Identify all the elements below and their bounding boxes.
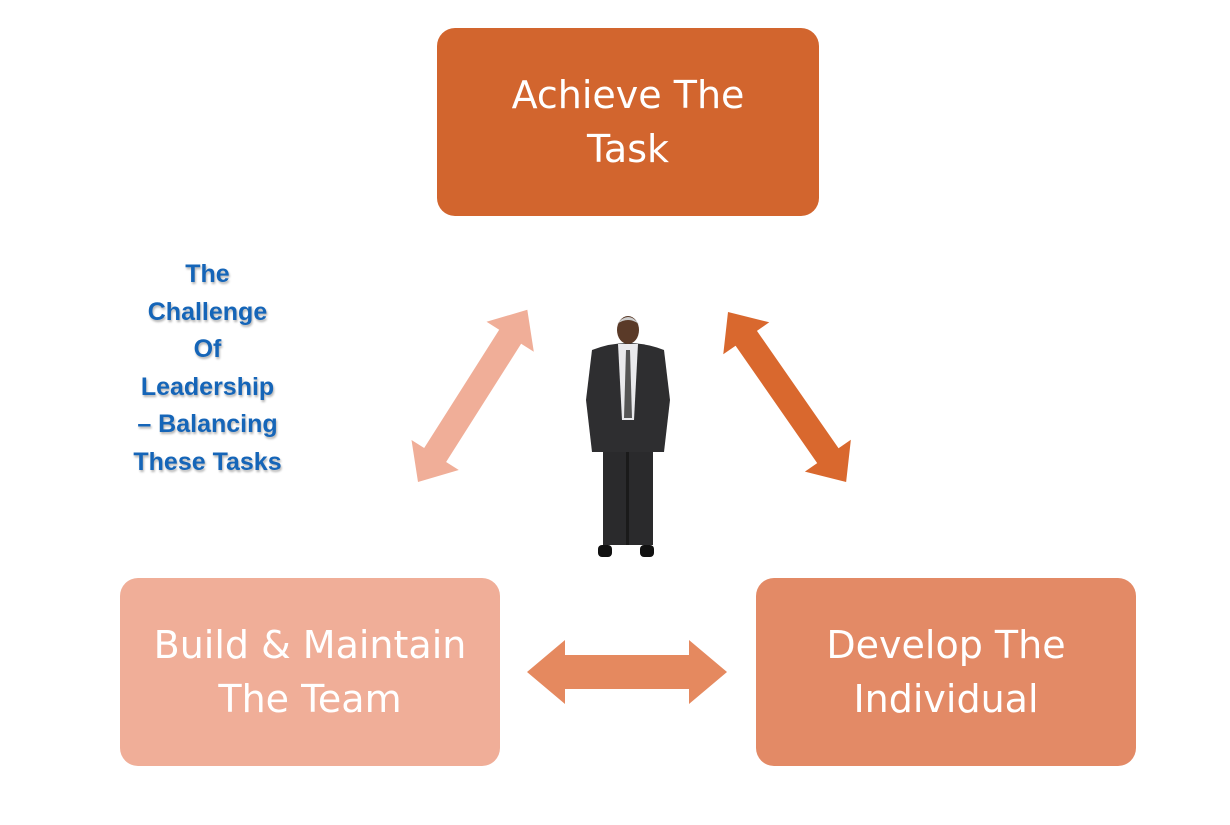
team-line1: Build & Maintain (153, 623, 467, 667)
leadership-challenge-title: The Challenge Of Leadership – Balancing … (110, 256, 305, 481)
person-image (586, 316, 670, 557)
individual-line2: Individual (853, 677, 1039, 721)
title-line: These Tasks (133, 447, 282, 476)
title-line: – Balancing (137, 410, 278, 438)
individual-line1: Develop The (826, 623, 1066, 667)
title-line: The (185, 260, 230, 288)
task-line1: Achieve The (511, 73, 745, 117)
title-line: Leadership (140, 372, 275, 401)
task-line2: Task (586, 127, 669, 171)
team-line2: The Team (218, 677, 402, 721)
title-line: Challenge (147, 297, 268, 326)
arrow-team-task (411, 309, 534, 482)
arrow-task-individual (723, 312, 851, 482)
title-line: Of (193, 335, 222, 363)
arrow-team-individual (527, 640, 727, 704)
